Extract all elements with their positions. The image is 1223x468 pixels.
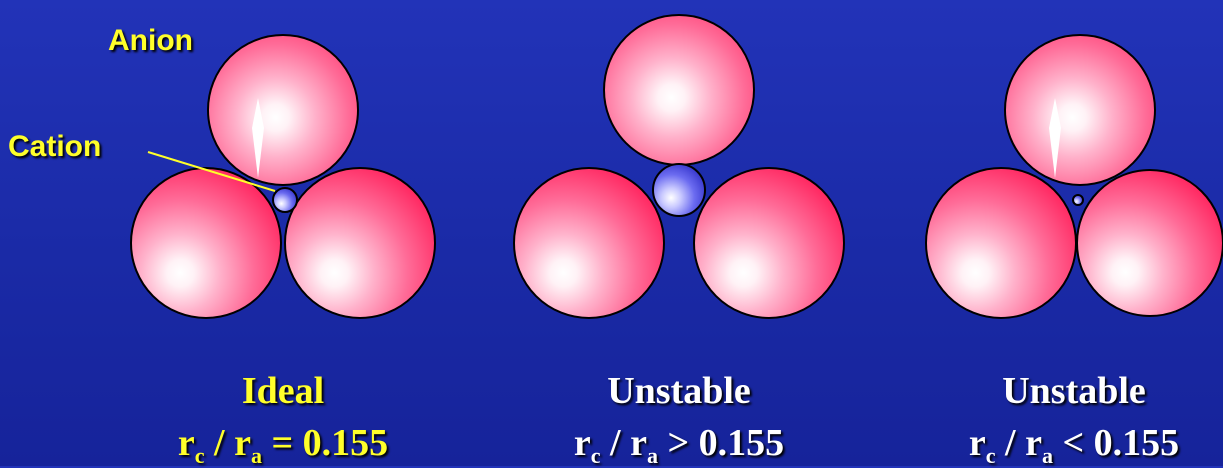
caption-title: Unstable: [1002, 370, 1146, 412]
cation-pointer-line: [147, 151, 276, 192]
radius-ratio: rc / ra < 0.155: [968, 422, 1180, 468]
caption-ideal: Ideal rc / ra = 0.155: [113, 372, 453, 467]
caption-title: Unstable: [607, 370, 751, 412]
cation: [1072, 194, 1084, 206]
anion-right: [693, 167, 845, 319]
anion-left: [130, 167, 282, 319]
cation: [272, 187, 298, 213]
anion-top: [1004, 34, 1156, 186]
anion-left: [925, 167, 1077, 319]
highlight-sparkle: [1049, 98, 1061, 178]
radius-ratio: rc / ra = 0.155: [177, 422, 389, 468]
panel-unstable-small: [925, 34, 1223, 319]
cation-label: Cation: [8, 130, 102, 163]
anion-right: [1076, 169, 1223, 317]
highlight-sparkle: [252, 98, 264, 178]
cation: [652, 163, 706, 217]
anion-label: Anion: [108, 24, 193, 57]
anion-top: [603, 14, 755, 166]
anion-right: [284, 167, 436, 319]
caption-title: Ideal: [241, 370, 325, 412]
radius-ratio: rc / ra > 0.155: [573, 422, 785, 468]
caption-unstable-small: Unstable rc / ra < 0.155: [904, 372, 1223, 467]
panel-ideal: [130, 34, 436, 319]
panel-unstable-large: [513, 14, 845, 319]
anion-left: [513, 167, 665, 319]
caption-unstable-large: Unstable rc / ra > 0.155: [509, 372, 849, 467]
anion-top: [207, 34, 359, 186]
